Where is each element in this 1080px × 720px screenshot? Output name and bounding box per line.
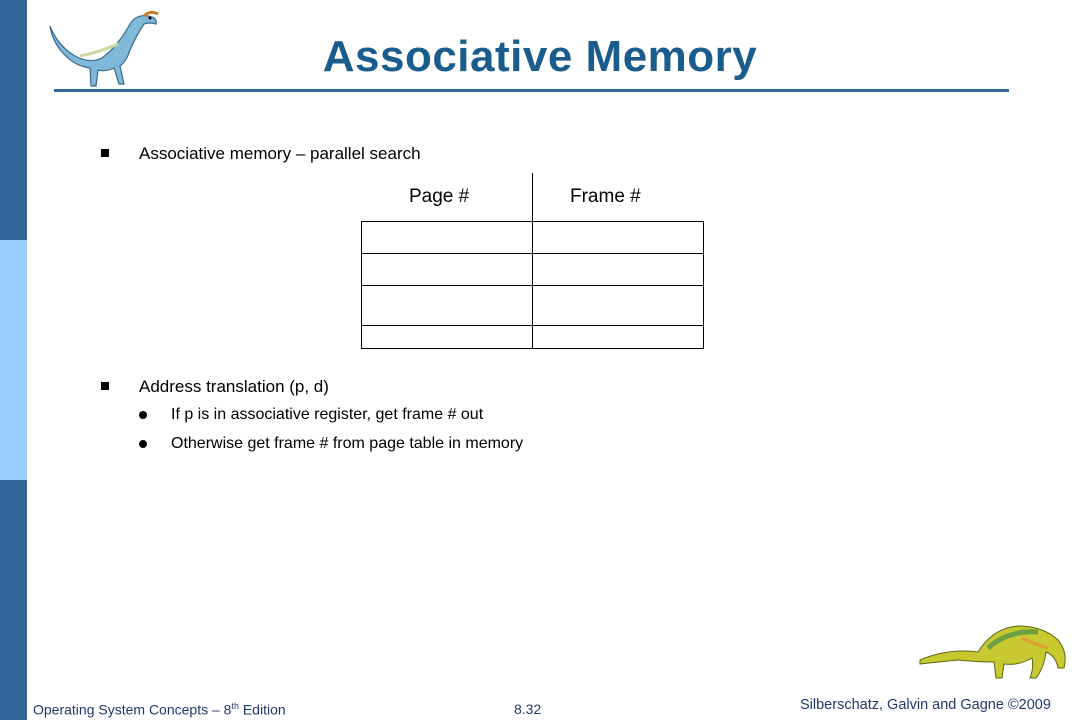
table-header-frame: Frame # [570, 186, 641, 207]
left-sidebar [0, 0, 27, 720]
bullet-square-icon [101, 382, 109, 390]
bullet-text: Associative memory – parallel search [139, 144, 421, 163]
dinosaur-logo-icon [49, 10, 159, 87]
footer-copyright: Silberschatz, Galvin and Gagne ©2009 [800, 697, 1051, 713]
slide-title: Associative Memory [322, 32, 758, 81]
bullet-dot-icon [139, 411, 147, 419]
table-cell [361, 285, 533, 326]
sub-bullet-text: If p is in associative register, get fra… [171, 406, 484, 423]
footer-book-prefix: Operating System Concepts – 8 [33, 701, 232, 718]
table-cell [361, 221, 533, 254]
header-divider [532, 173, 533, 221]
footer-book-title: Operating System Concepts – 8th Edition [33, 701, 286, 718]
table-cell [361, 325, 533, 349]
table-header-page: Page # [409, 186, 470, 207]
footer-book-sup: th [231, 701, 239, 711]
title-underline [54, 89, 1009, 92]
table-cell [532, 325, 704, 349]
bullet-text: Address translation (p, d) [139, 377, 329, 396]
table-cell [532, 221, 704, 254]
footer-book-suffix: Edition [238, 701, 286, 718]
table-cell [532, 285, 704, 326]
footer-page-number: 8.32 [514, 701, 542, 717]
sidebar-segment [0, 0, 27, 240]
table-cell [361, 253, 533, 286]
sub-bullet-text: Otherwise get frame # from page table in… [171, 435, 524, 452]
sidebar-segment [0, 240, 27, 480]
dinosaur-footer-icon [919, 625, 1066, 679]
table-cell [532, 253, 704, 286]
bullet-square-icon [101, 149, 109, 157]
sidebar-segment [0, 480, 27, 720]
bullet-dot-icon [139, 440, 147, 448]
